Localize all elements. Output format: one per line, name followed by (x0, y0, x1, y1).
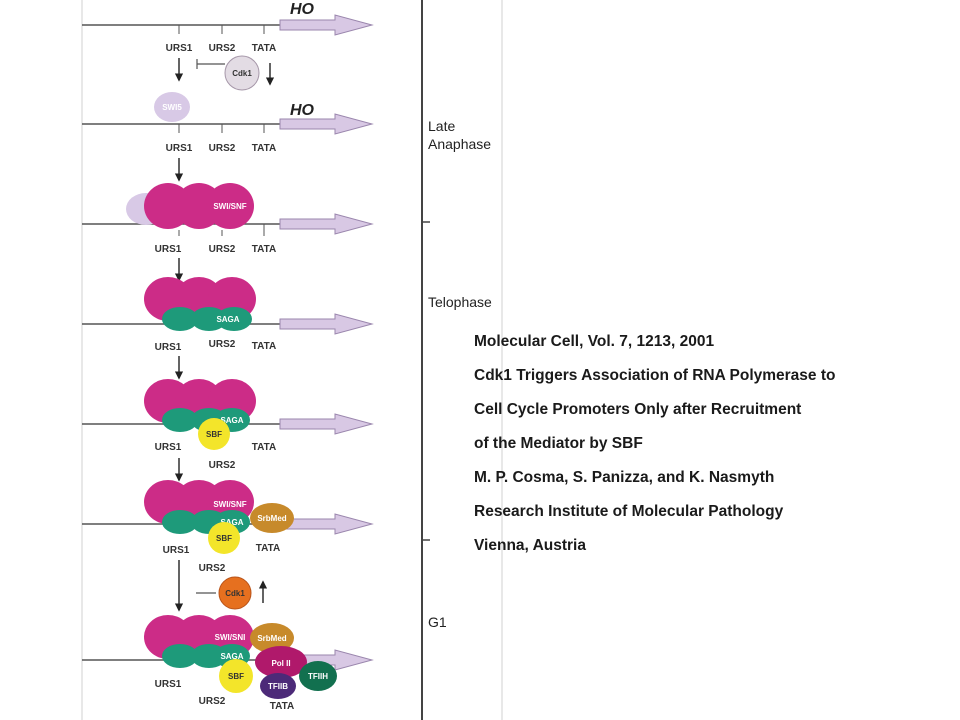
promoter-row-7: SWI/SNI SrbMed SAGA Pol II TFIIH TFIIB S… (82, 615, 374, 712)
pol2-protein (255, 646, 307, 678)
cdk1-label: Cdk1 (225, 589, 245, 598)
saga-complex-subunit (162, 510, 198, 534)
saga-label: SAGA (216, 315, 239, 324)
urs2-label: URS2 (209, 43, 236, 54)
urs2-label: URS2 (209, 244, 236, 255)
swisnf-label: SWI/SNF (213, 202, 246, 211)
srbmed-label: SrbMed (257, 514, 286, 523)
promoter-row-6: SWI/SNF SrbMed SAGA SBF URS1 URS2 TATA C… (82, 480, 374, 612)
urs2-label: URS2 (209, 143, 236, 154)
tata-label: TATA (252, 442, 276, 453)
saga-complex-subunit (191, 307, 227, 331)
cell-cycle-timeline: Late Anaphase Telophase G1 (421, 0, 492, 720)
srbmed-protein (250, 623, 294, 653)
urs1-label: URS1 (155, 679, 182, 690)
urs1-label: URS1 (163, 545, 190, 556)
transcription-arrow (279, 313, 374, 335)
srbmed-protein (250, 503, 294, 533)
saga-label: SAGA (220, 416, 243, 425)
gene-ho-label: HO (290, 1, 315, 18)
phase-late-label: Late (428, 118, 455, 134)
saga-complex-subunit (162, 408, 198, 432)
pol2-label: Pol II (271, 659, 290, 668)
sbf-protein (198, 418, 230, 450)
urs2-label: URS2 (209, 460, 236, 471)
urs2-label: URS2 (199, 563, 226, 574)
swi5-protein (154, 92, 190, 122)
sbf-protein (219, 659, 253, 693)
swisnf-label: SWI/SNF (213, 500, 246, 509)
urs1-label: URS1 (166, 43, 193, 54)
swisnf-label: SWI/SNI (215, 633, 246, 642)
tata-label: TATA (256, 543, 280, 554)
transcription-arrow (279, 513, 374, 535)
urs1-label: URS1 (155, 342, 182, 353)
citation-title-line: Cdk1 Triggers Association of RNA Polymer… (474, 367, 836, 384)
saga-complex-subunit (216, 307, 252, 331)
transcription-arrow (279, 213, 374, 235)
sbf-protein (208, 522, 240, 554)
phase-anaphase-label: Anaphase (428, 136, 491, 152)
tfiib-protein (260, 673, 296, 699)
urs1-label: URS1 (155, 442, 182, 453)
phase-g1-label: G1 (428, 614, 447, 630)
promoter-row-4: SAGA URS1 URS2 TATA (82, 277, 374, 380)
citation-block: Molecular Cell, Vol. 7, 1213, 2001 Cdk1 … (474, 330, 944, 568)
sbf-label: SBF (206, 430, 222, 439)
tfiib-label: TFIIB (268, 682, 288, 691)
promoter-row-1: HO URS1 URS2 TATA Cdk1 (82, 1, 374, 91)
transcription-arrow (279, 14, 374, 36)
promoter-row-5: SAGA SBF URS1 URS2 TATA (82, 379, 374, 482)
citation-authors: M. P. Cosma, S. Panizza, and K. Nasmyth (474, 469, 775, 486)
tfiih-label: TFIIH (308, 672, 328, 681)
urs2-label: URS2 (209, 339, 236, 350)
citation-journal: Molecular Cell, Vol. 7, 1213, 2001 (474, 333, 715, 350)
cdk1-label: Cdk1 (232, 69, 252, 78)
tata-label: TATA (252, 43, 276, 54)
citation-institute: Research Institute of Molecular Patholog… (474, 503, 784, 520)
saga-label: SAGA (220, 518, 243, 527)
swisnf-complex-subunit (206, 183, 254, 229)
promoter-row-3: SWI/SNF URS1 URS2 TATA (82, 183, 374, 282)
citation-title-line: of the Mediator by SBF (474, 435, 643, 452)
promoter-row-2: HO SWI5 URS1 URS2 TATA (82, 92, 374, 182)
cdk1-active-protein (218, 576, 252, 610)
saga-complex-subunit (162, 644, 198, 668)
citation-title-line: Cell Cycle Promoters Only after Recruitm… (474, 401, 802, 418)
sbf-label: SBF (228, 672, 244, 681)
urs2-label: URS2 (199, 696, 226, 707)
saga-complex-subunit (162, 307, 198, 331)
transcription-arrow (279, 413, 374, 435)
tata-label: TATA (252, 341, 276, 352)
tata-label: TATA (252, 244, 276, 255)
srbmed-label: SrbMed (257, 634, 286, 643)
phase-telophase-label: Telophase (428, 294, 492, 310)
tata-label: TATA (252, 143, 276, 154)
sbf-label: SBF (216, 534, 232, 543)
transcription-arrow (279, 113, 374, 135)
tfiih-protein (299, 661, 337, 691)
cdk1-inactive-protein (224, 55, 260, 91)
citation-location: Vienna, Austria (474, 537, 586, 554)
urs1-label: URS1 (155, 244, 182, 255)
tata-label: TATA (270, 701, 294, 712)
gene-ho-label: HO (290, 102, 315, 119)
saga-label: SAGA (220, 652, 243, 661)
urs1-label: URS1 (166, 143, 193, 154)
swi5-label: SWI5 (162, 103, 182, 112)
